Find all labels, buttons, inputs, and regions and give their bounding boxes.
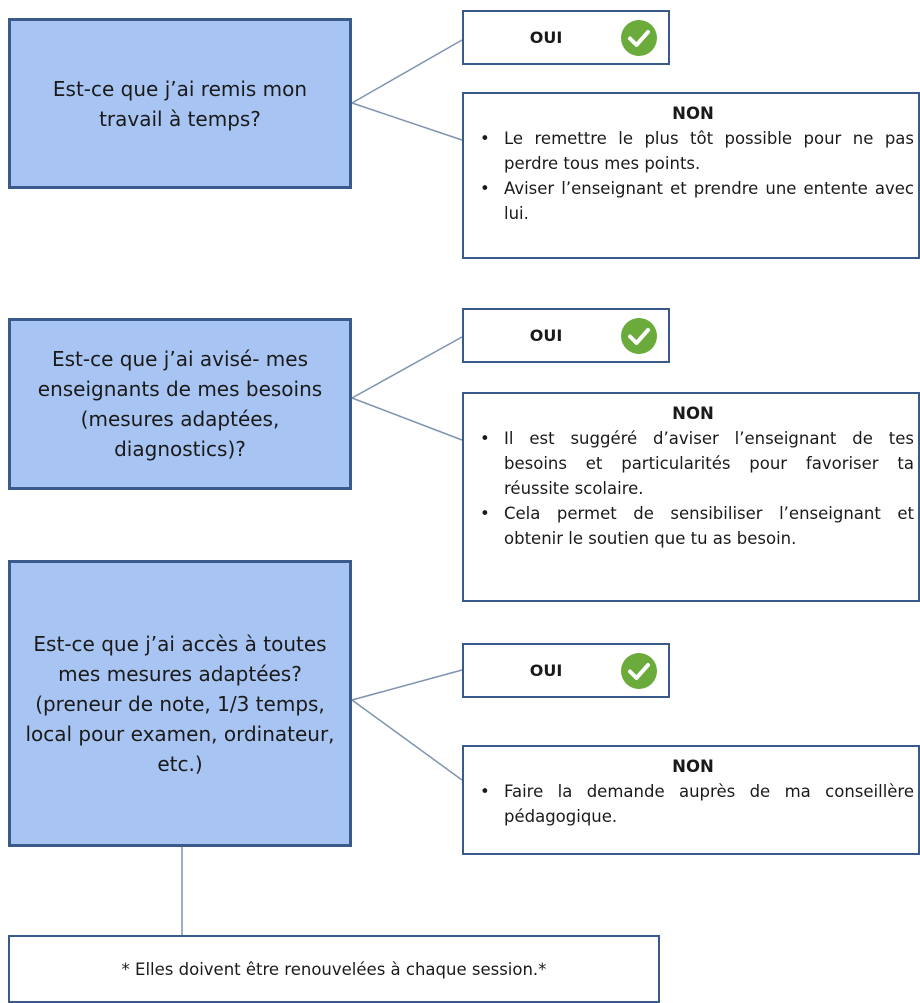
non-title-2: NON: [672, 404, 714, 423]
oui-label-3: OUI: [529, 661, 563, 680]
question-text-2: Est-ce que j’ai avisé- mes enseignants d…: [37, 347, 323, 461]
question-box-1: Est-ce que j’ai remis mon travail à temp…: [8, 18, 352, 189]
renewal-note: * Elles doivent être renouvelées à chaqu…: [8, 935, 660, 1003]
non-item: Aviser l’enseignant et prendre une enten…: [472, 176, 914, 226]
oui-box-3: OUI: [462, 643, 670, 698]
check-circle-icon: [621, 19, 657, 56]
connector-q3-non: [351, 699, 463, 781]
connector-q2-oui: [351, 336, 463, 399]
connector-q1-non: [351, 102, 463, 141]
question-box-2: Est-ce que j’ai avisé- mes enseignants d…: [8, 318, 352, 490]
oui-label-2: OUI: [529, 326, 563, 345]
question-text-1: Est-ce que j’ai remis mon travail à temp…: [52, 76, 308, 131]
non-title-1: NON: [672, 104, 714, 123]
oui-box-1: OUI: [462, 10, 670, 65]
non-item: Cela permet de sensibiliser l’enseignant…: [472, 501, 914, 551]
check-circle-icon: [621, 317, 657, 354]
oui-box-2: OUI: [462, 308, 670, 363]
non-list-3: Faire la demande auprès de ma conseillèr…: [472, 779, 914, 829]
oui-label-1: OUI: [529, 28, 563, 47]
renewal-note-text: * Elles doivent être renouvelées à chaqu…: [121, 959, 547, 979]
non-box-1: NON Le remettre le plus tôt possible pou…: [462, 92, 920, 259]
non-item: Le remettre le plus tôt possible pour ne…: [472, 126, 914, 176]
non-box-3: NON Faire la demande auprès de ma consei…: [462, 745, 920, 855]
connector-q3-oui: [351, 669, 463, 701]
non-item: Il est suggéré d’aviser l’enseignant de …: [472, 426, 914, 501]
question-box-3: Est-ce que j’ai accès à toutes mes mesur…: [8, 560, 352, 847]
non-box-2: NON Il est suggéré d’aviser l’enseignant…: [462, 392, 920, 602]
non-title-3: NON: [672, 757, 714, 776]
non-item: Faire la demande auprès de ma conseillèr…: [472, 779, 914, 829]
non-list-1: Le remettre le plus tôt possible pour ne…: [472, 126, 914, 226]
connector-q1-oui: [351, 39, 463, 104]
question-text-3: Est-ce que j’ai accès à toutes mes mesur…: [25, 631, 335, 776]
non-list-2: Il est suggéré d’aviser l’enseignant de …: [472, 426, 914, 551]
connector-q2-non: [351, 397, 463, 441]
check-circle-icon: [621, 652, 657, 689]
